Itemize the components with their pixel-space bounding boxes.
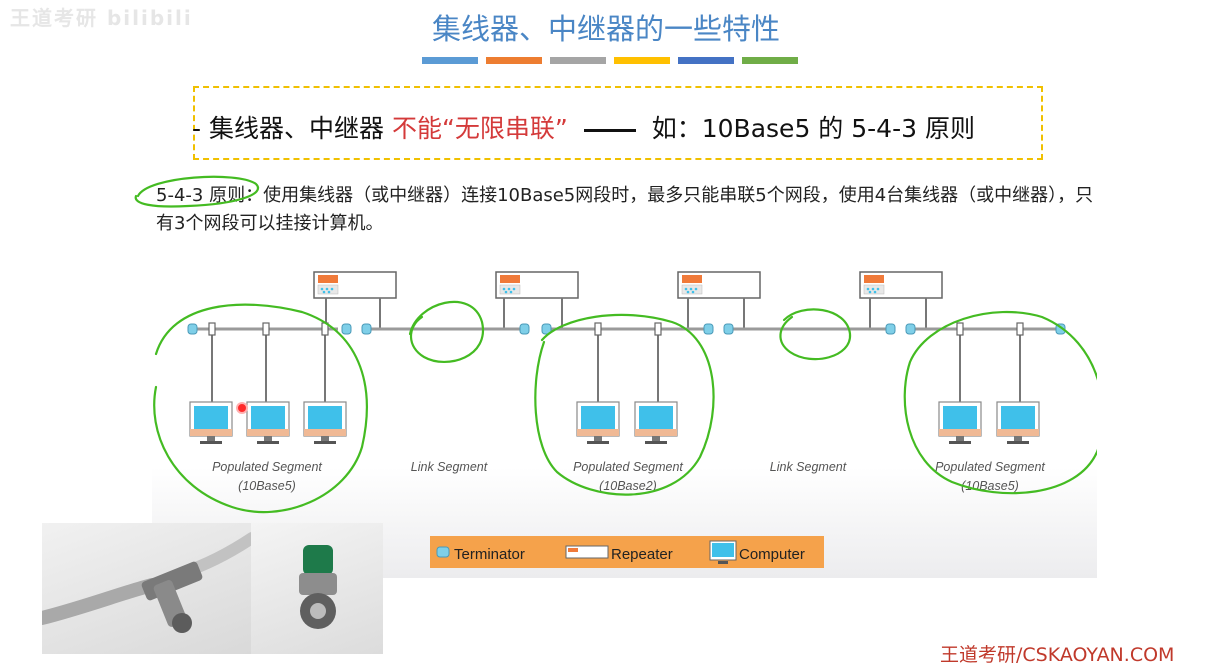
rule-circle-annotation bbox=[134, 175, 259, 208]
slide-title: 集线器、中继器的一些特性 bbox=[431, 12, 780, 46]
bullet-dash: - bbox=[192, 114, 209, 143]
computer-icon bbox=[709, 540, 737, 564]
segment-label: Populated Segment bbox=[935, 460, 1045, 474]
legend-terminator: Terminator bbox=[454, 546, 525, 563]
segment-label: Link Segment bbox=[411, 460, 488, 474]
segment-sublabel: (10Base5) bbox=[238, 479, 296, 493]
repeater-1 bbox=[313, 271, 397, 329]
legend-repeater: Repeater bbox=[611, 546, 673, 563]
repeater-2 bbox=[495, 271, 579, 329]
color-bar bbox=[678, 57, 734, 64]
pointer-dot bbox=[236, 402, 248, 414]
color-bar bbox=[614, 57, 670, 64]
bnc-terminator-photo bbox=[251, 523, 383, 654]
rule-suffix: 如：10Base5 的 5-4-3 原则 bbox=[651, 114, 975, 143]
footer-brand: 王道考研/CSKAOYAN.COM bbox=[940, 644, 1175, 666]
segment-sublabel: (10Base2) bbox=[599, 479, 657, 493]
title-color-bars bbox=[422, 57, 798, 64]
drop-cables bbox=[211, 329, 1021, 402]
handwritten-annotations bbox=[153, 300, 1097, 514]
bnc-tee-photo bbox=[42, 523, 252, 654]
color-bar bbox=[486, 57, 542, 64]
rule-prefix: 集线器、中继器 bbox=[208, 114, 384, 143]
repeater-3 bbox=[677, 271, 761, 329]
watermark: 王道考研 bilibili bbox=[10, 6, 193, 30]
segment-label: Populated Segment bbox=[212, 460, 322, 474]
rule-box bbox=[193, 86, 1043, 160]
terminator-icon bbox=[436, 546, 450, 558]
color-bar bbox=[422, 57, 478, 64]
legend-computer: Computer bbox=[739, 546, 805, 563]
long-dash bbox=[583, 128, 636, 132]
legend: Terminator Repeater Computer bbox=[430, 536, 824, 568]
color-bar bbox=[550, 57, 606, 64]
repeater-4 bbox=[859, 271, 943, 329]
rule-text: - 集线器、中继器 不能“无限串联” 如：10Base5 的 5-4-3 原则 bbox=[192, 109, 975, 145]
segment-label: Populated Segment bbox=[573, 460, 683, 474]
rule-description: 5-4-3 原则：使用集线器（或中继器）连接10Base5网段时，最多只能串联5… bbox=[156, 185, 1094, 234]
rule-red-text: 不能“无限串联” bbox=[391, 114, 568, 143]
segment-label: Link Segment bbox=[770, 460, 847, 474]
color-bar bbox=[742, 57, 798, 64]
